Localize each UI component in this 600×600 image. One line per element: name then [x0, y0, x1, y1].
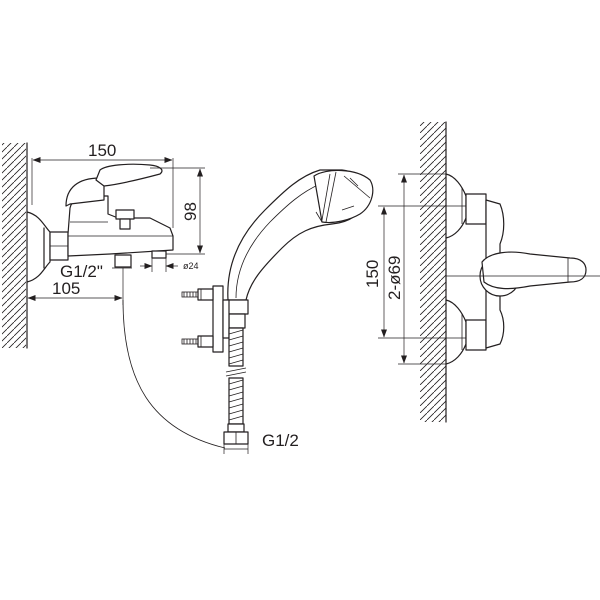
- hose-path-curve: [122, 299, 226, 449]
- front-view: 150 2-ø69: [363, 121, 600, 423]
- dim-label-dia-69: 2-ø69: [385, 256, 404, 300]
- holder-screw-top: [181, 288, 214, 301]
- side-view: 150 98 G1/2" ø24 105: [2, 141, 226, 449]
- shower-hose: [223, 327, 249, 445]
- dim-label-150-horizontal: 150: [88, 141, 116, 160]
- dim-label-105: 105: [52, 279, 80, 298]
- front-lever-handle: [481, 251, 587, 290]
- side-cartridge-cap: [65, 177, 105, 207]
- side-rosette: [26, 211, 51, 283]
- front-nut-top: [465, 193, 487, 225]
- dim-label-98: 98: [181, 202, 200, 221]
- side-hose-outlet: [114, 254, 132, 268]
- label-dia-24: ø24: [183, 261, 199, 271]
- side-diverter-knob: [115, 209, 135, 220]
- holder-screw-bottom: [181, 335, 214, 348]
- right-wall-hatch: [420, 122, 446, 422]
- side-lever-handle: [95, 163, 163, 187]
- label-thread-inlet: G1/2": [60, 262, 103, 281]
- front-nut-bottom: [465, 319, 487, 351]
- hand-shower-assembly: G1/2: [181, 169, 374, 454]
- left-wall-hatch: [2, 143, 26, 348]
- side-spout-outlet: [151, 250, 167, 259]
- dim-label-150-vertical: 150: [363, 260, 382, 288]
- label-thread-hose: G1/2: [262, 431, 299, 450]
- holder-plate: [212, 285, 224, 353]
- front-rosette-bottom: [445, 299, 467, 365]
